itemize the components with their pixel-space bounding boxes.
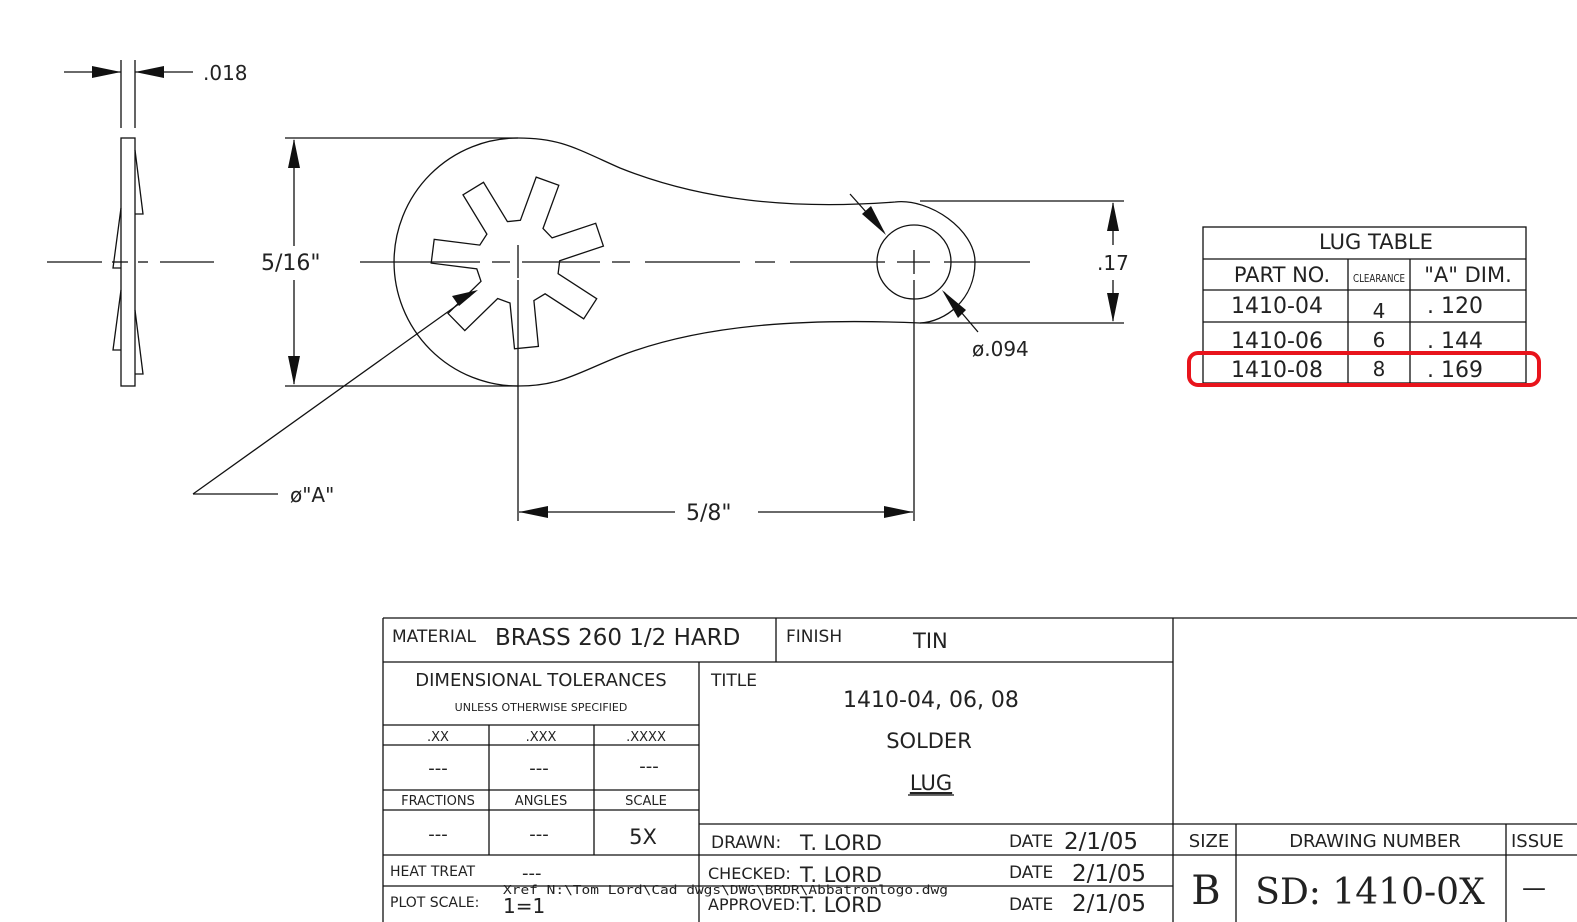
tol-value-xxx: --- — [529, 758, 549, 779]
highlight-box — [1187, 351, 1541, 387]
right-height-label: .17 — [1097, 251, 1129, 275]
tol-header-xxx: .XXX — [526, 730, 557, 745]
scale-value: 5X — [629, 825, 657, 849]
row1-clearance: 4 — [1373, 299, 1386, 323]
title-line-2: SOLDER — [886, 729, 972, 753]
tol-header-xxxx: .XXXX — [626, 730, 666, 745]
approved-date-label: DATE — [1009, 895, 1053, 915]
issue-label: ISSUE — [1511, 831, 1564, 852]
checked-date: 2/1/05 — [1072, 861, 1146, 887]
row1-dim: . 120 — [1427, 294, 1483, 319]
tol-value-xxxx: --- — [639, 756, 659, 777]
checked-date-label: DATE — [1009, 863, 1053, 883]
row2-dim: . 144 — [1427, 329, 1483, 354]
lug-hole-label: ø"A" — [290, 483, 334, 507]
issue-value: — — [1522, 874, 1546, 902]
finish-label: FINISH — [786, 627, 842, 647]
plot-scale-value: 1=1 — [503, 894, 545, 918]
angles-label: ANGLES — [515, 794, 567, 809]
checked-value: T. LORD — [799, 863, 882, 887]
size-label: SIZE — [1189, 831, 1229, 852]
tolerances-subtitle: UNLESS OTHERWISE SPECIFIED — [455, 701, 628, 714]
fractions-value: --- — [428, 824, 448, 845]
checked-label: CHECKED: — [708, 864, 791, 883]
centerlines — [360, 245, 1030, 278]
col-part-no: PART NO. — [1234, 263, 1330, 287]
material-value: BRASS 260 1/2 HARD — [495, 625, 740, 651]
approved-date: 2/1/05 — [1072, 891, 1146, 917]
lug-table-title: LUG TABLE — [1319, 230, 1433, 254]
drawn-date-label: DATE — [1009, 832, 1053, 852]
plot-scale-label: PLOT SCALE: — [390, 895, 479, 911]
thickness-label: .018 — [203, 61, 248, 85]
row2-part: 1410-06 — [1231, 329, 1323, 354]
title-line-3: LUG — [910, 771, 952, 795]
scale-label: SCALE — [625, 794, 667, 809]
row3-part: 1410-08 — [1231, 358, 1323, 383]
title-block — [382, 617, 1577, 922]
title-line-1: 1410-04, 06, 08 — [843, 688, 1019, 713]
row3-clearance: 8 — [1373, 357, 1386, 381]
approved-value: T. LORD — [799, 893, 882, 917]
title-label: TITLE — [710, 671, 757, 691]
row1-part: 1410-04 — [1231, 294, 1323, 319]
finish-value: TIN — [912, 629, 948, 653]
row3-dim: . 169 — [1427, 358, 1483, 383]
drawn-label: DRAWN: — [711, 833, 781, 853]
material-label: MATERIAL — [392, 627, 477, 647]
length-dimension — [517, 280, 915, 521]
angles-value: --- — [529, 824, 549, 845]
fractions-label: FRACTIONS — [401, 794, 475, 809]
height-dimension — [285, 137, 518, 387]
col-clearance: CLEARANCE — [1353, 272, 1405, 285]
side-view — [47, 60, 214, 387]
hole-diameter-label: ø.094 — [972, 337, 1029, 361]
drawing-number-label: DRAWING NUMBER — [1289, 831, 1461, 852]
height-label: 5/16" — [261, 251, 321, 276]
col-a-dim: "A" DIM. — [1424, 263, 1512, 287]
size-value: B — [1191, 868, 1220, 914]
drawn-value: T. LORD — [799, 831, 882, 855]
tol-header-xx: .XX — [427, 730, 449, 745]
tolerances-title: DIMENSIONAL TOLERANCES — [415, 670, 666, 691]
heat-treat-value: --- — [522, 863, 542, 884]
heat-treat-label: HEAT TREAT — [390, 864, 475, 880]
length-label: 5/8" — [686, 501, 732, 526]
approved-label: APPROVED: — [708, 895, 800, 914]
drawn-date: 2/1/05 — [1064, 829, 1138, 855]
xref-path: Xref N:\Tom Lord\Cad dwgs\DWG\BRDR\Abbat… — [503, 883, 948, 897]
tol-value-xx: --- — [428, 758, 448, 779]
drawing-number-value: SD: 1410-0X — [1255, 872, 1485, 913]
row2-clearance: 6 — [1373, 328, 1386, 352]
